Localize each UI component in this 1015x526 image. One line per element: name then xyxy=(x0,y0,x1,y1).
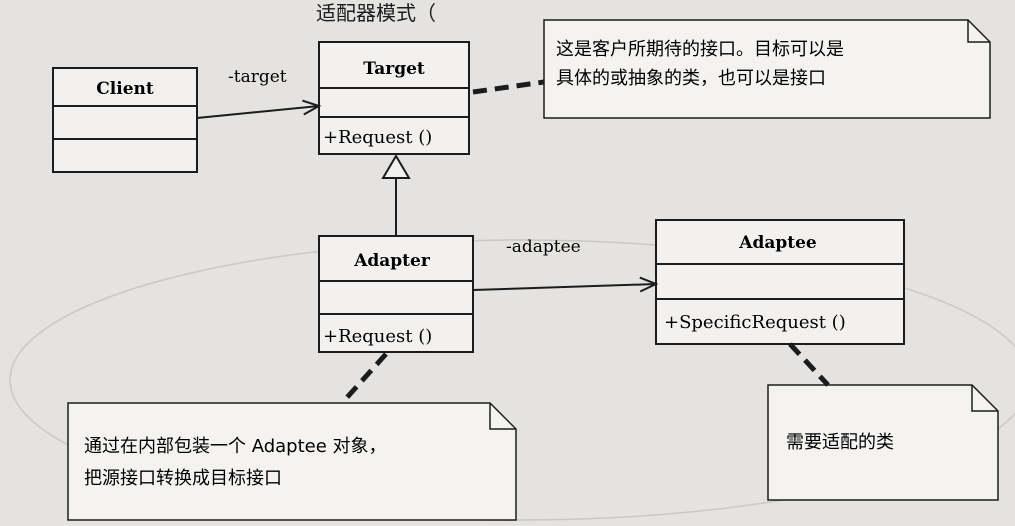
adaptee-note-link xyxy=(788,342,830,387)
adaptee-note-line-1: 需要适配的类 xyxy=(786,432,894,453)
target-operation: +Request () xyxy=(323,127,432,148)
adapter-operation: +Request () xyxy=(323,326,432,347)
adaptee-note: 需要适配的类 xyxy=(767,384,999,501)
client-target-association xyxy=(196,106,319,119)
adaptee-operation: +SpecificRequest () xyxy=(664,312,846,333)
adaptee-class: Adaptee +SpecificRequest () xyxy=(655,219,905,345)
adapter-class-name: Adapter xyxy=(353,251,431,271)
target-note-link xyxy=(472,79,545,95)
adapter-note-line-2: 把源接口转换成目标接口 xyxy=(84,468,282,489)
target-note-line-2: 具体的或抽象的类，也可以是接口 xyxy=(556,68,826,89)
adapter-note: 通过在内部包装一个 Adaptee 对象， 把源接口转换成目标接口 xyxy=(67,402,517,521)
adapter-note-link xyxy=(340,352,388,405)
target-role-label: -target xyxy=(228,67,287,87)
adapter-target-generalization xyxy=(381,154,411,236)
target-note: 这是客户所期待的接口。目标可以是 具体的或抽象的类，也可以是接口 xyxy=(543,19,991,119)
client-class-name: Client xyxy=(96,79,154,99)
adaptee-role-label: -adaptee xyxy=(506,237,581,257)
adapter-note-line-1: 通过在内部包装一个 Adaptee 对象， xyxy=(84,436,387,457)
adapter-class: Adapter +Request () xyxy=(318,235,474,353)
target-class-name: Target xyxy=(363,59,425,79)
background-ellipse xyxy=(9,239,1015,521)
diagram-title: 适配器模式（ xyxy=(316,1,436,25)
adapter-adaptee-association xyxy=(472,284,656,290)
target-note-line-1: 这是客户所期待的接口。目标可以是 xyxy=(556,39,844,60)
client-class: Client xyxy=(52,67,198,173)
adaptee-class-name: Adaptee xyxy=(738,233,817,253)
target-class: Target +Request () xyxy=(318,41,470,155)
